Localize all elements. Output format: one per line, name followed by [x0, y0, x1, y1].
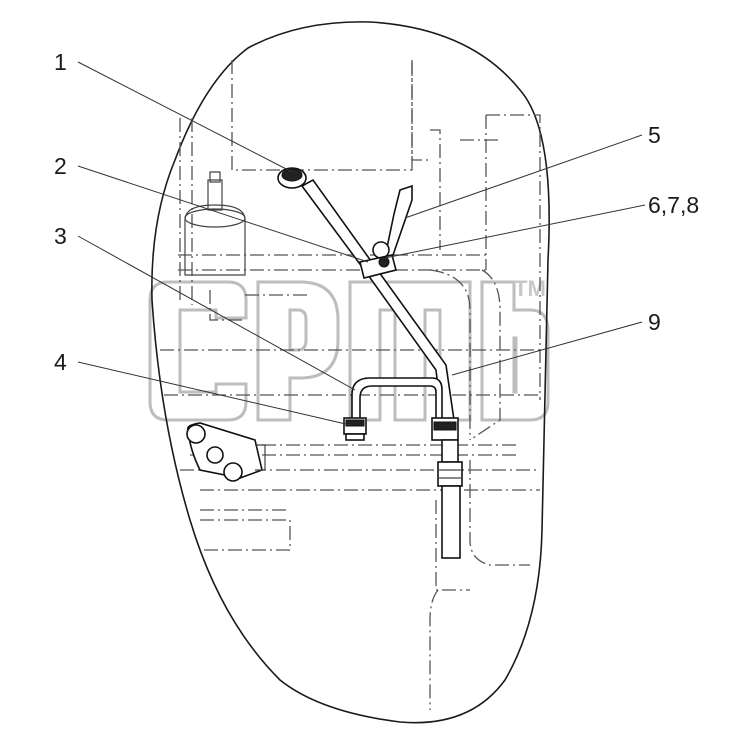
callout-5: 5	[648, 122, 661, 148]
callout-6-7-8: 6,7,8	[648, 192, 699, 218]
pipe-fitting-left	[343, 417, 367, 441]
clamp	[359, 254, 397, 279]
hinge-bracket	[186, 422, 266, 482]
housing-outline	[151, 21, 550, 724]
pipe-fitting-right	[431, 417, 463, 559]
connecting-pipe	[351, 377, 443, 421]
callout-9: 9	[648, 309, 661, 335]
callout-4: 4	[54, 349, 67, 375]
trademark-text: TM	[514, 276, 546, 301]
mounting-bracket	[372, 184, 413, 264]
reservoir	[184, 171, 246, 276]
callout-3: 3	[54, 223, 67, 249]
dipstick-tube	[277, 167, 455, 423]
callout-1: 1	[54, 49, 67, 75]
callout-2: 2	[54, 153, 67, 179]
leader-lines	[77, 61, 646, 426]
